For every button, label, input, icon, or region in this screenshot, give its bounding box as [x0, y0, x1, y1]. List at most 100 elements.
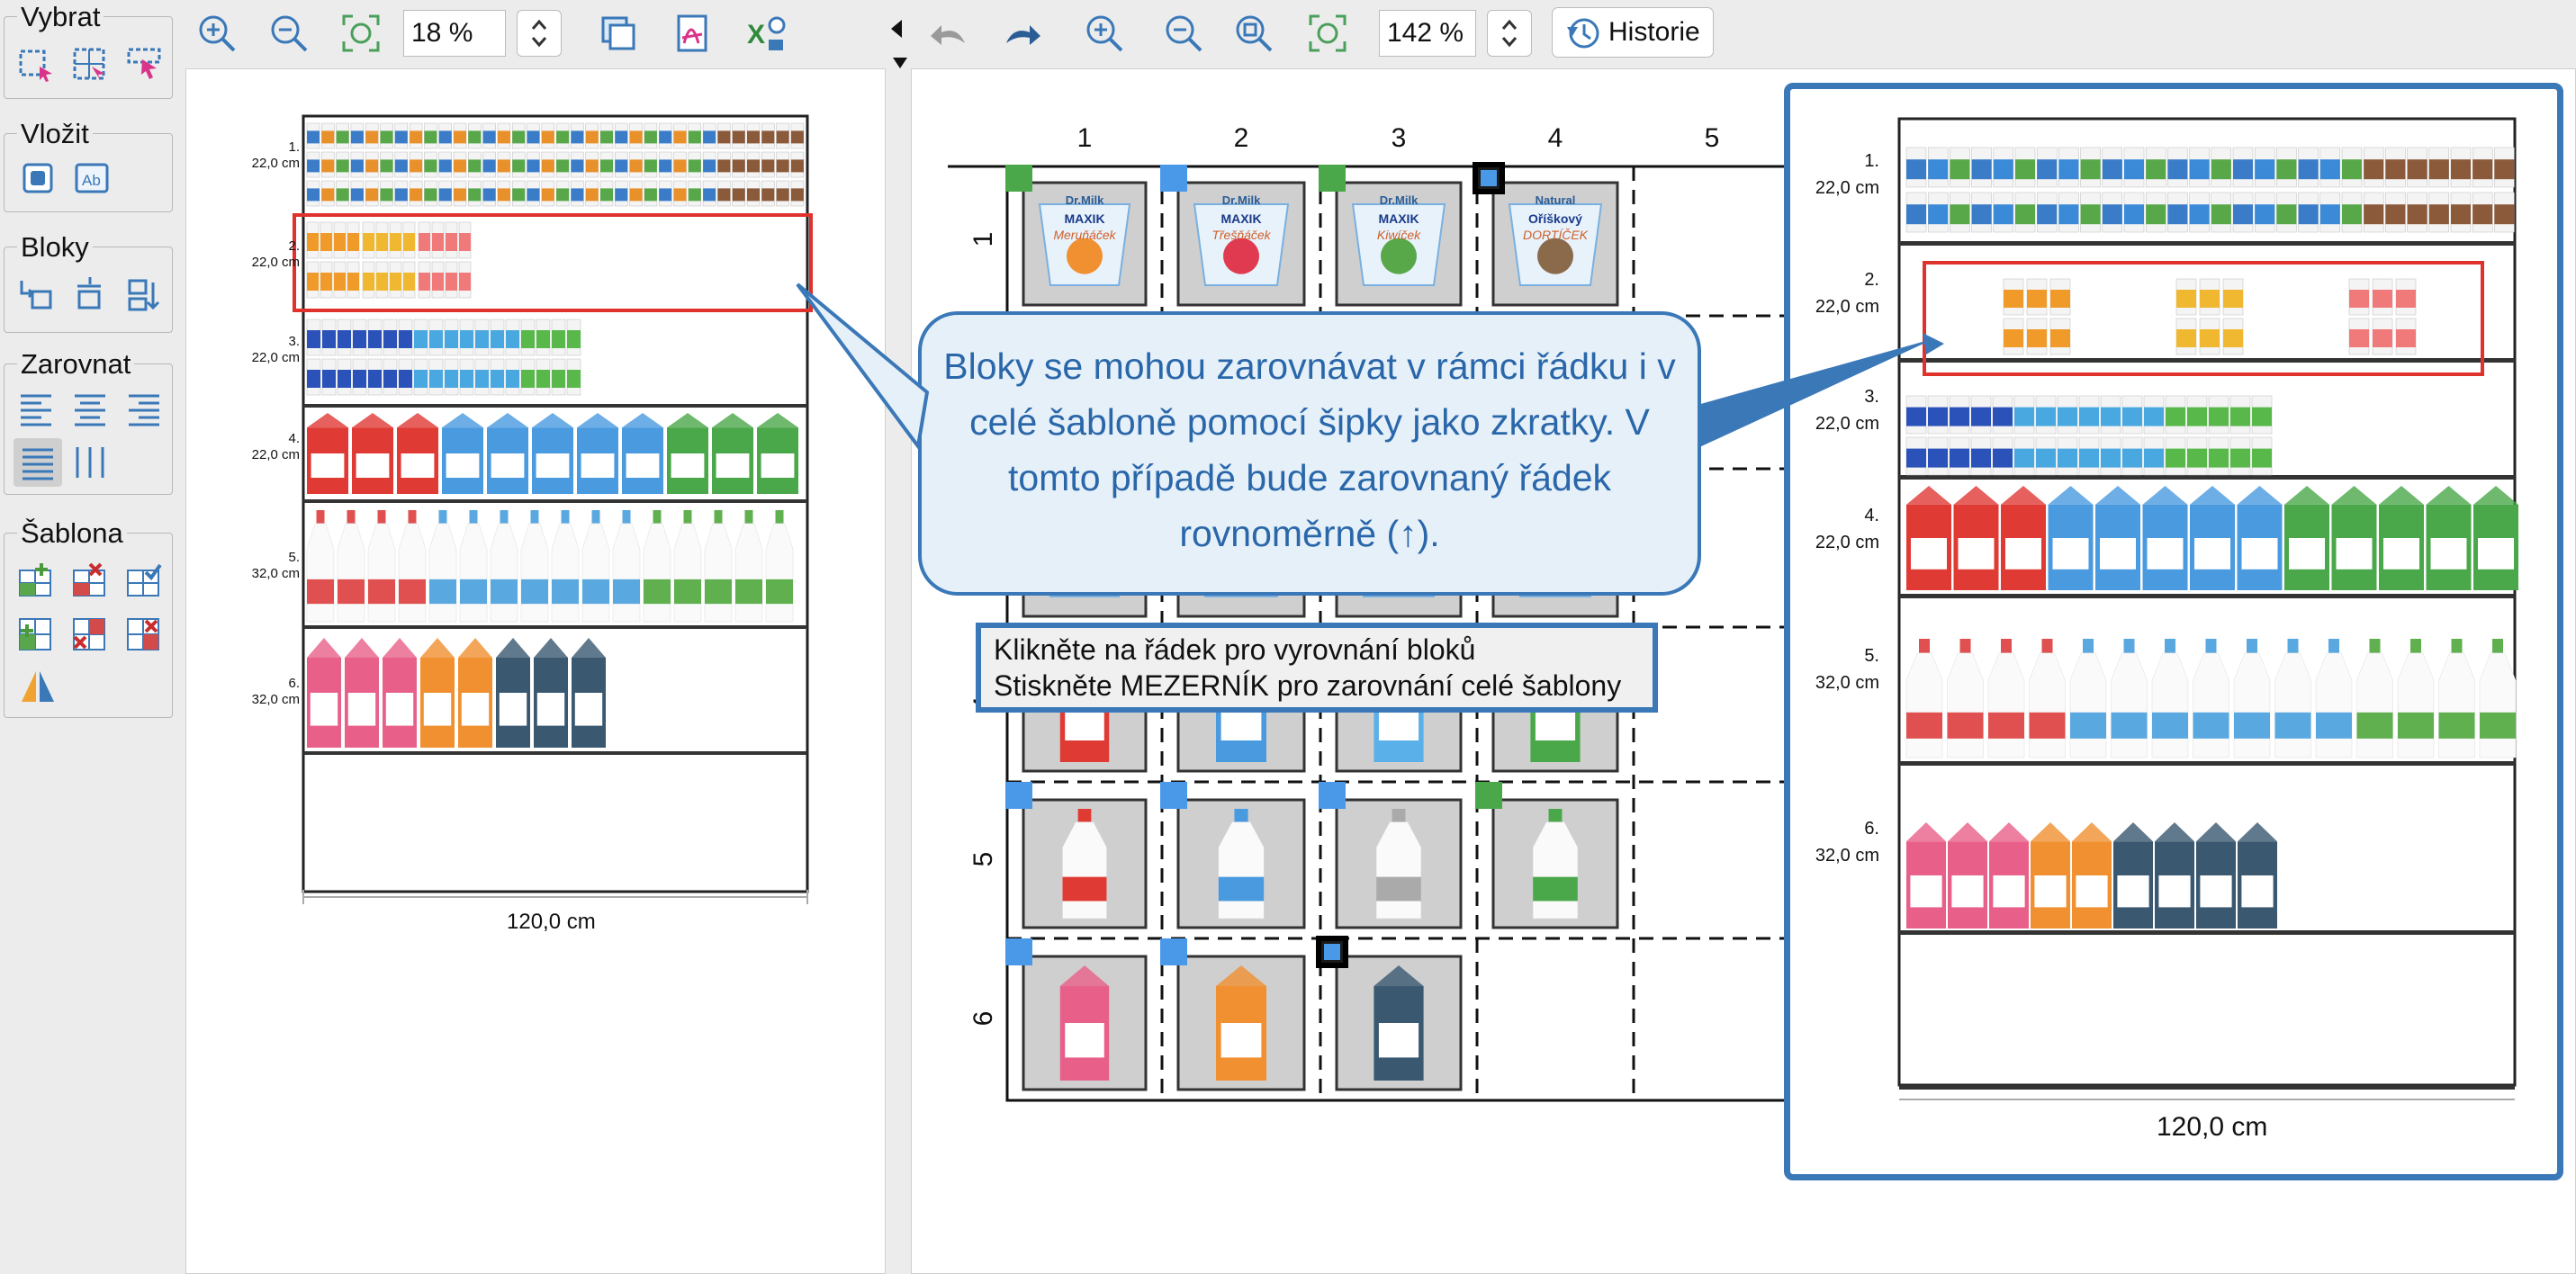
- grid-cell[interactable]: [1475, 782, 1619, 929]
- product-bottle: [469, 510, 478, 524]
- zoom-out-icon[interactable]: [266, 11, 311, 56]
- zoom-out-icon[interactable]: [1161, 11, 1206, 56]
- product-bottle: [1392, 809, 1406, 822]
- preview-row-number: 3.: [1864, 387, 1879, 407]
- grid-cell[interactable]: [1473, 162, 1619, 307]
- zoom-stepper[interactable]: [1487, 10, 1532, 57]
- product-sub: DORTÍČEK: [1522, 228, 1589, 242]
- zoom-stepper[interactable]: [517, 10, 562, 57]
- product-brand: Dr.Milk: [1221, 193, 1261, 207]
- product-bottle: [591, 510, 600, 524]
- collapse-down-icon[interactable]: [893, 58, 907, 68]
- group-title: Vložit: [17, 118, 93, 150]
- template-mirror-icon[interactable]: [17, 667, 59, 708]
- grid-cell[interactable]: [1160, 938, 1306, 1091]
- zoom-level-field[interactable]: 142 %: [1379, 10, 1476, 57]
- preview-row-height: 22,0 cm: [1815, 178, 1879, 198]
- align-columns-icon[interactable]: [69, 442, 111, 483]
- zoom-fit-icon[interactable]: [1305, 11, 1350, 56]
- template-add-col-icon[interactable]: [15, 615, 57, 656]
- row-height: 22,0 cm: [251, 255, 300, 270]
- product-bottle: [408, 510, 417, 524]
- row-header: 6: [968, 1010, 998, 1027]
- grid-cell[interactable]: [1319, 165, 1463, 307]
- sidebar: Vybrat Vložit Ab Bloky Zarovnat Šablona: [0, 0, 180, 1274]
- product-bottle: [653, 510, 662, 524]
- product-bottle: [683, 510, 692, 524]
- cell-tag[interactable]: [1475, 782, 1502, 809]
- align-left-icon[interactable]: [15, 388, 57, 429]
- shelf-board: [303, 625, 807, 629]
- product-bottle: [1548, 809, 1563, 822]
- product-name: MAXIK: [1378, 211, 1419, 226]
- export-pdf-icon[interactable]: [670, 11, 715, 56]
- align-justify-icon[interactable]: [14, 438, 62, 487]
- grid-cell[interactable]: [1005, 782, 1148, 929]
- cell-tag[interactable]: [1319, 165, 1346, 192]
- row-number: 3.: [288, 334, 300, 349]
- cell-tag[interactable]: [1319, 782, 1346, 809]
- product-name: Oříškový: [1528, 211, 1582, 226]
- insert-text-icon[interactable]: Ab: [71, 157, 113, 199]
- align-center-icon[interactable]: [69, 388, 111, 429]
- hint-box: Klikněte na řádek pro vyrovnání bloků St…: [976, 623, 1658, 713]
- cell-tag[interactable]: [1160, 782, 1187, 809]
- block-split-icon[interactable]: [15, 274, 57, 316]
- template-edit-icon[interactable]: [123, 561, 165, 602]
- export-excel-icon[interactable]: X: [743, 11, 788, 56]
- zoom-fit-icon[interactable]: [338, 11, 383, 56]
- template-remove-col-icon[interactable]: [69, 615, 111, 656]
- product-bottle: [1077, 809, 1092, 822]
- grid-cell[interactable]: [1005, 938, 1148, 1091]
- group-zarovnat: Zarovnat: [4, 348, 173, 495]
- row-height: 32,0 cm: [251, 692, 300, 707]
- history-button[interactable]: Historie: [1552, 7, 1714, 58]
- block-align-icon[interactable]: [123, 274, 165, 316]
- grid-cell[interactable]: [1316, 936, 1463, 1091]
- cell-tag[interactable]: [1160, 938, 1187, 965]
- product-bottle: [744, 510, 753, 524]
- layers-icon[interactable]: [596, 11, 641, 56]
- collapse-left-icon[interactable]: [891, 20, 902, 38]
- callout-bubble: Bloky se mohou zarovnávat v rámci řádku …: [918, 311, 1701, 596]
- block-remove-icon[interactable]: [69, 274, 111, 316]
- select-rect-icon[interactable]: [15, 44, 57, 85]
- zoom-level-field[interactable]: 18 %: [403, 10, 506, 57]
- template-add-row-icon[interactable]: [15, 561, 57, 602]
- undo-icon[interactable]: [927, 11, 972, 56]
- select-pointer-icon[interactable]: [123, 44, 165, 85]
- preview-width-label: 120,0 cm: [2157, 1112, 2268, 1142]
- template-delete-icon[interactable]: [123, 615, 165, 656]
- cell-tag[interactable]: [1005, 165, 1032, 192]
- svg-text:X: X: [747, 20, 765, 49]
- select-grid-icon[interactable]: [69, 44, 111, 85]
- grid-cell[interactable]: [1005, 165, 1148, 307]
- align-right-icon[interactable]: [123, 388, 165, 429]
- redo-icon[interactable]: [999, 11, 1044, 56]
- product-bottle: [530, 510, 539, 524]
- zoom-in-icon[interactable]: [194, 11, 239, 56]
- zoom-actual-icon[interactable]: [1231, 11, 1276, 56]
- preview-row-number: 4.: [1864, 506, 1879, 525]
- cell-tag[interactable]: [1005, 938, 1032, 965]
- product-name: MAXIK: [1220, 211, 1262, 226]
- cell-tag[interactable]: [1316, 936, 1348, 968]
- insert-block-icon[interactable]: [17, 157, 59, 199]
- grid-cell[interactable]: [1160, 165, 1306, 307]
- cell-tag[interactable]: [1005, 782, 1032, 809]
- cell-tag[interactable]: [1160, 165, 1187, 192]
- row-number: 2.: [288, 238, 300, 254]
- grid-cell[interactable]: [1160, 782, 1306, 929]
- group-title: Bloky: [17, 231, 93, 264]
- column-header: 4: [1547, 123, 1563, 153]
- preview-row-number: 6.: [1864, 819, 1879, 839]
- product-bottle: [1234, 809, 1248, 822]
- zoom-in-icon[interactable]: [1082, 11, 1127, 56]
- product-bottle: [347, 510, 356, 524]
- grid-cell[interactable]: [1319, 782, 1463, 929]
- preview-row-height: 32,0 cm: [1815, 673, 1879, 693]
- column-header: 5: [1704, 123, 1720, 153]
- template-remove-row-icon[interactable]: [69, 561, 111, 602]
- preview-row-height: 32,0 cm: [1815, 846, 1879, 866]
- overview-width-label: 120,0 cm: [507, 910, 596, 934]
